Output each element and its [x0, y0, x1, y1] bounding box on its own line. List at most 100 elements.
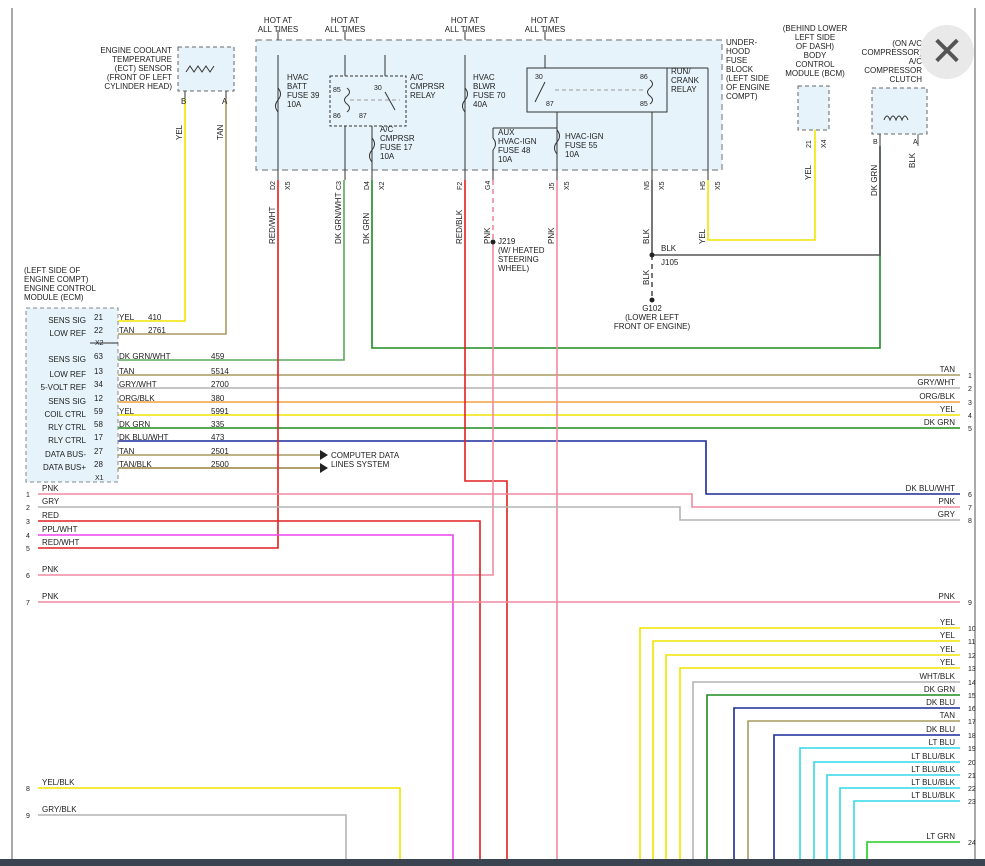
fuse-block-pin: X5	[564, 181, 571, 190]
fuse-block-wire-color: RED/WHT	[268, 207, 277, 244]
ecm-circuit-number: 2501	[211, 447, 229, 456]
relay-pin: 87	[546, 101, 554, 108]
left-wire-label: PPL/WHT	[42, 525, 78, 534]
ac-clutch-label: CLUTCH	[890, 75, 923, 84]
hot-at-all-times-label: HOT AT	[264, 16, 292, 25]
right-wire-label: GRY	[938, 510, 956, 519]
right-wire-label: TAN	[940, 711, 956, 720]
hot-at-all-times-label: HOT AT	[331, 16, 359, 25]
fuse-70-label: 40A	[473, 100, 488, 109]
fuse-39-label: FUSE 39	[287, 91, 320, 100]
ecm-function-label: SENS SIG	[48, 397, 86, 406]
ac-cmprsr-relay-label: CMPRSR	[410, 82, 445, 91]
relay-pin: 86	[333, 113, 341, 120]
ecm-pin-number: 59	[94, 407, 103, 416]
wire-yel-10	[639, 627, 960, 860]
wire-yel-410	[118, 98, 186, 322]
fuse-48-label: AUX	[498, 128, 515, 137]
right-connector-number: 22	[968, 786, 976, 793]
left-connector-number: 7	[26, 600, 30, 607]
bcm-pin: X4	[821, 139, 828, 148]
fuse-block-wire-color: PNK	[483, 227, 492, 244]
ecm-module	[25, 307, 119, 483]
ecm-pin-number: 17	[94, 433, 103, 442]
wire-gryblk-9	[38, 814, 347, 860]
fuse-17-label: A/C	[380, 125, 394, 134]
right-connector-number: 24	[968, 840, 976, 847]
fuse-block-wire-color: PNK	[547, 227, 556, 244]
ecm-pin-number: 27	[94, 447, 103, 456]
left-wire-label: YEL/BLK	[42, 778, 75, 787]
close-button[interactable]: ✕	[920, 25, 974, 79]
underhood-fuse-block-label: UNDER-	[726, 38, 757, 47]
right-wire-label: PNK	[939, 497, 956, 506]
wire-whtblk-14	[692, 681, 960, 860]
wire-yel-11	[652, 640, 960, 860]
ecm-wire-color: YEL	[119, 313, 135, 322]
fuse-block-wire-color: BLK	[642, 228, 651, 244]
wire-layer	[38, 98, 960, 860]
right-connector-number: 4	[968, 413, 972, 420]
ecm-circuit-number: 459	[211, 352, 225, 361]
left-wire-label: GRY/BLK	[42, 805, 77, 814]
ac-clutch-label: COMPRESSOR)	[862, 48, 923, 57]
right-wire-label: PNK	[939, 592, 956, 601]
right-connector-number: 14	[968, 680, 976, 687]
wire-redwht-d2	[38, 180, 279, 549]
j219-splice-label: WHEEL)	[498, 264, 529, 273]
left-connector-number: 9	[26, 813, 30, 820]
g102-ground-label: G102	[642, 304, 662, 313]
wire-dkbluwht-473	[118, 440, 960, 495]
left-wire-label: PNK	[42, 565, 59, 574]
right-wire-label: WHT/BLK	[919, 672, 955, 681]
fuse-39-label: HVAC	[287, 73, 309, 82]
relay-pin: 30	[535, 74, 543, 81]
wire-red-3	[38, 520, 481, 860]
bottom-scroll-bar[interactable]	[0, 859, 985, 866]
right-connector-number: 2	[968, 386, 972, 393]
ecm-label: (LEFT SIDE OF	[24, 266, 80, 275]
hot-at-all-times-label: ALL TIMES	[325, 25, 365, 34]
wire-dkgrn-wht-459	[118, 180, 345, 361]
hot-at-all-times-label: ALL TIMES	[525, 25, 565, 34]
right-connector-number: 9	[968, 600, 972, 607]
ecm-circuit-number: 473	[211, 433, 225, 442]
relay-pin: 30	[374, 85, 382, 92]
fuse-block-wire-color: RED/BLK	[455, 209, 464, 244]
wire-dkblu-18	[773, 734, 960, 860]
bcm-label: CONTROL	[795, 60, 835, 69]
ecm-pin-number: 34	[94, 380, 103, 389]
underhood-fuse-block-label: COMPT)	[726, 92, 758, 101]
ecm-wire-color: DK GRN	[119, 420, 150, 429]
ecm-wire-color: TAN	[119, 326, 135, 335]
right-wire-label: GRY/WHT	[917, 378, 955, 387]
ecm-function-label: DATA BUS+	[43, 463, 86, 472]
fuse-17-label: FUSE 17	[380, 143, 413, 152]
fuse-48-label: 10A	[498, 155, 513, 164]
ect-sensor-label: (FRONT OF LEFT	[107, 73, 172, 82]
fuse-70-label: HVAC	[473, 73, 495, 82]
fuse-block-pin: J5	[549, 183, 556, 191]
ecm-function-label: COIL CTRL	[45, 410, 87, 419]
wire-pnk-g4	[38, 242, 494, 576]
ecm-pin-number: 22	[94, 326, 103, 335]
wire-tan-17	[747, 720, 960, 860]
left-connector-number: 2	[26, 505, 30, 512]
right-connector-number: 16	[968, 706, 976, 713]
wire-pplwht-4	[38, 534, 454, 860]
fuse-17-label: 10A	[380, 152, 395, 161]
hot-at-all-times-label: ALL TIMES	[258, 25, 298, 34]
right-wire-label: YEL	[940, 645, 956, 654]
right-wire-label: YEL	[940, 618, 956, 627]
ecm-pin-number: 13	[94, 367, 103, 376]
ecm-wire-color: TAN	[119, 367, 135, 376]
fuse-block-pin: H5	[700, 181, 707, 190]
right-connector-number: 5	[968, 426, 972, 433]
ecm-circuit-number: 5991	[211, 407, 229, 416]
right-connector-number: 21	[968, 773, 976, 780]
left-wire-label: RED/WHT	[42, 538, 79, 547]
fuse-block-pin: C3	[336, 181, 343, 190]
right-wire-label: LT BLU/BLK	[911, 752, 955, 761]
ect-sensor-label: TEMPERATURE	[112, 55, 172, 64]
bcm-module	[797, 85, 830, 131]
